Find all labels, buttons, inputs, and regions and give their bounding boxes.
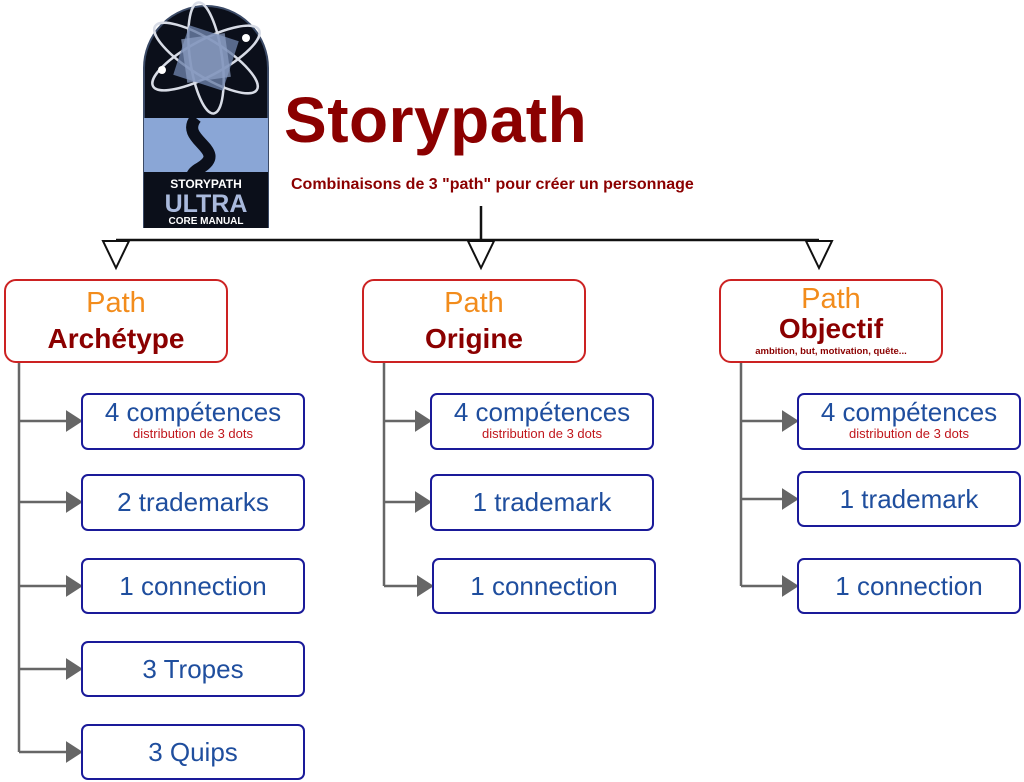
path-prefix: Path (86, 287, 146, 319)
arrowhead (782, 488, 799, 510)
item-label: 1 trademark (839, 484, 979, 514)
item-box: 1 connection (797, 558, 1021, 614)
arrowhead (415, 410, 432, 432)
item-label: 3 Tropes (142, 654, 244, 684)
item-label: 1 connection (835, 571, 983, 601)
path-prefix: Path (444, 287, 504, 319)
arrowhead (782, 410, 799, 432)
item-label: 4 compétences (453, 397, 631, 427)
item-box: 1 connection (81, 558, 305, 614)
branch-triangle-marker (466, 240, 496, 271)
item-sublabel: distribution de 3 dots (133, 426, 253, 441)
branch-triangle-marker (804, 240, 834, 271)
item-box: 1 connection (432, 558, 656, 614)
branch-triangle-marker (101, 240, 131, 271)
item-box: 3 Quips (81, 724, 305, 780)
arrowhead (66, 491, 83, 513)
arrowhead (66, 575, 83, 597)
item-label: 2 trademarks (117, 487, 269, 517)
item-box: 2 trademarks (81, 474, 305, 531)
item-label: 1 connection (119, 571, 267, 601)
path-box-origine: Path Origine (362, 279, 586, 363)
path-box-archetype: Path Archétype (4, 279, 228, 363)
path-prefix: Path (801, 283, 861, 315)
page-title: Storypath (284, 84, 588, 156)
page-subtitle: Combinaisons de 3 "path" pour créer un p… (291, 176, 694, 193)
path-name: Objectif (778, 313, 884, 344)
item-box: 3 Tropes (81, 641, 305, 697)
item-label: 3 Quips (148, 737, 238, 767)
item-sublabel: distribution de 3 dots (849, 426, 969, 441)
storypath-ultra-logo: STORYPATH ULTRA CORE MANUAL (138, 0, 274, 228)
arrowhead (417, 575, 434, 597)
logo-top-text: STORYPATH (170, 177, 242, 191)
item-box: 4 compétences distribution de 3 dots (797, 393, 1021, 450)
arrowhead (415, 491, 432, 513)
path-note: ambition, but, motivation, quête... (755, 346, 907, 357)
item-box: 1 trademark (430, 474, 654, 531)
arrowhead (782, 575, 799, 597)
item-box: 1 trademark (797, 471, 1021, 527)
item-box: 4 compétences distribution de 3 dots (81, 393, 305, 450)
logo-bottom-text: CORE MANUAL (169, 216, 244, 227)
path-box-objectif: Path Objectif ambition, but, motivation,… (719, 279, 943, 363)
arrowhead (66, 410, 83, 432)
item-sublabel: distribution de 3 dots (482, 426, 602, 441)
item-label: 4 compétences (820, 397, 998, 427)
arrowhead (66, 741, 83, 763)
arrowhead (66, 658, 83, 680)
path-name: Archétype (47, 323, 185, 354)
item-label: 1 connection (470, 571, 618, 601)
path-name: Origine (424, 323, 523, 354)
item-label: 1 trademark (472, 487, 612, 517)
item-box: 4 compétences distribution de 3 dots (430, 393, 654, 450)
item-label: 4 compétences (104, 397, 282, 427)
logo-mid-text: ULTRA (165, 190, 248, 218)
